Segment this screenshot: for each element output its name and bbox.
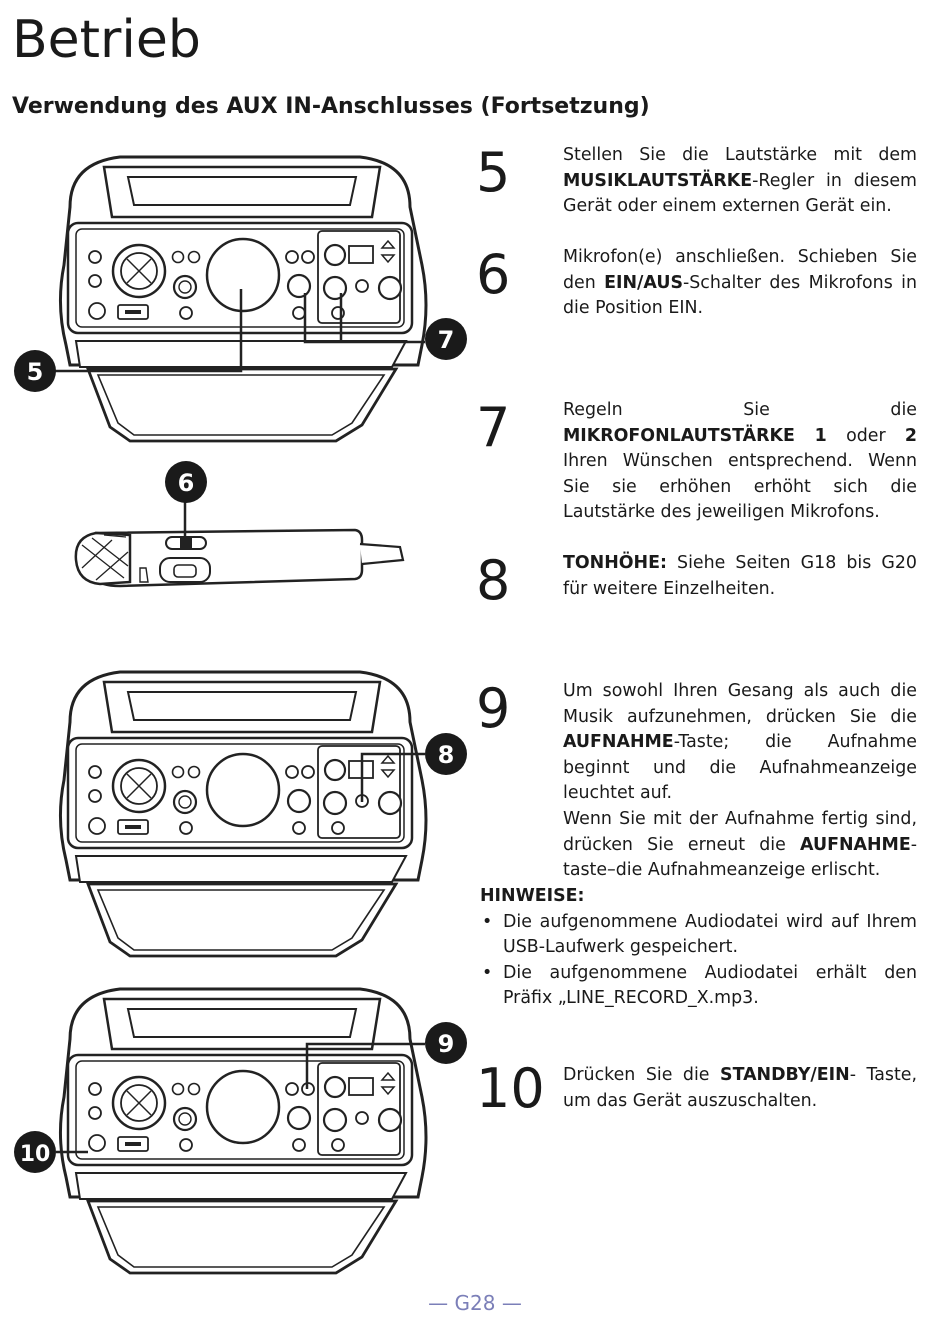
callout-label: 8 xyxy=(438,741,455,769)
callout-label: 9 xyxy=(438,1030,455,1058)
emphasized-term: 2 xyxy=(904,425,917,446)
step-number-5: 5 xyxy=(476,141,511,204)
emphasized-term: AUFNAHME xyxy=(563,732,674,753)
speaker-illustration-2 xyxy=(58,670,428,958)
text-run: Siehe Seiten G18 bis G20 für weitere Ein… xyxy=(563,553,917,599)
callout-label: 7 xyxy=(438,326,455,354)
text-run: -taste–die Aufnahmeanzeige erlischt. xyxy=(563,834,917,881)
callout-5 xyxy=(14,350,56,392)
step-text-8: TONHÖHE: Siehe Seiten G18 bis G20 für we… xyxy=(563,551,917,602)
notes-item: Die aufgenommene Audiodatei wird auf Ihr… xyxy=(480,910,917,961)
callout-8 xyxy=(425,733,467,775)
notes-heading: HINWEISE: xyxy=(480,886,585,906)
text-run: Ihren Wünschen entsprechend. Wenn Sie si… xyxy=(563,451,917,523)
callout-7 xyxy=(425,318,467,360)
callout-label: 5 xyxy=(27,358,44,386)
text-run: Regeln Sie die xyxy=(563,400,917,420)
step-text-10: Drücken Sie die STANDBY/EIN- Taste, um d… xyxy=(563,1063,917,1114)
step-number-8: 8 xyxy=(476,549,511,612)
callout-label: 10 xyxy=(20,1142,51,1167)
section-subtitle: Verwendung des AUX IN-Anschlusses (Forts… xyxy=(12,94,650,119)
text-run: - Taste, um das Gerät auszuschalten. xyxy=(563,1065,918,1111)
text-run: -Taste; die Aufnahme beginnt und die Auf… xyxy=(563,732,917,804)
step-text-5: Stellen Sie die Lautstärke mit dem MUSIK… xyxy=(563,143,917,220)
speaker-illustration-3 xyxy=(58,987,428,1275)
text-run: Wenn Sie mit der Aufnahme fertig sind, d… xyxy=(563,808,917,855)
notes-item: Die aufgenommene Audiodatei erhält den P… xyxy=(480,961,917,1012)
callout-9 xyxy=(425,1022,467,1064)
text-run: Mikrofon(e) anschließen. Schieben Sie de… xyxy=(563,247,917,293)
step-number-9: 9 xyxy=(476,677,511,740)
notes-block: HINWEISE: Die aufgenommene Audiodatei wi… xyxy=(480,884,917,1012)
callout-6 xyxy=(165,461,207,503)
text-run: oder xyxy=(826,425,905,446)
emphasized-term: EIN/AUS xyxy=(604,272,683,293)
notes-list: Die aufgenommene Audiodatei wird auf Ihr… xyxy=(480,910,917,1012)
emphasized-term: STANDBY/EIN xyxy=(720,1065,850,1085)
step-number-10: 10 xyxy=(476,1057,545,1120)
text-run: Stellen Sie die Lautstärke mit dem xyxy=(563,145,917,165)
text-run: Um sowohl Ihren Gesang als auch die Musi… xyxy=(563,681,917,727)
step-number-7: 7 xyxy=(476,396,511,459)
microphone-illustration xyxy=(74,528,405,588)
text-run: -Schalter des Mikrofons in die Position … xyxy=(563,272,918,319)
emphasized-term: MUSIKLAUTSTÄRKE xyxy=(563,170,753,191)
page-number: — G28 — xyxy=(428,1291,522,1315)
text-run: Drücken Sie die xyxy=(563,1065,721,1085)
emphasized-term: AUFNAHME xyxy=(800,834,911,855)
step-text-9: Um sowohl Ihren Gesang als auch die Musi… xyxy=(563,679,917,884)
step-text-7: Regeln Sie die MIKROFONLAUTSTÄRKE 1 oder… xyxy=(563,398,917,526)
step-number-6: 6 xyxy=(476,243,511,306)
callout-10 xyxy=(14,1131,56,1173)
emphasized-term: MIKROFONLAUTSTÄRKE 1 xyxy=(563,425,827,446)
page-title: Betrieb xyxy=(12,10,201,70)
text-run: -Regler in diesem Gerät oder einem exter… xyxy=(563,170,917,217)
emphasized-term: TONHÖHE: xyxy=(563,553,667,573)
step-text-6: Mikrofon(e) anschließen. Schieben Sie de… xyxy=(563,245,917,322)
callout-label: 6 xyxy=(178,469,195,497)
speaker-illustration-1 xyxy=(58,155,428,443)
